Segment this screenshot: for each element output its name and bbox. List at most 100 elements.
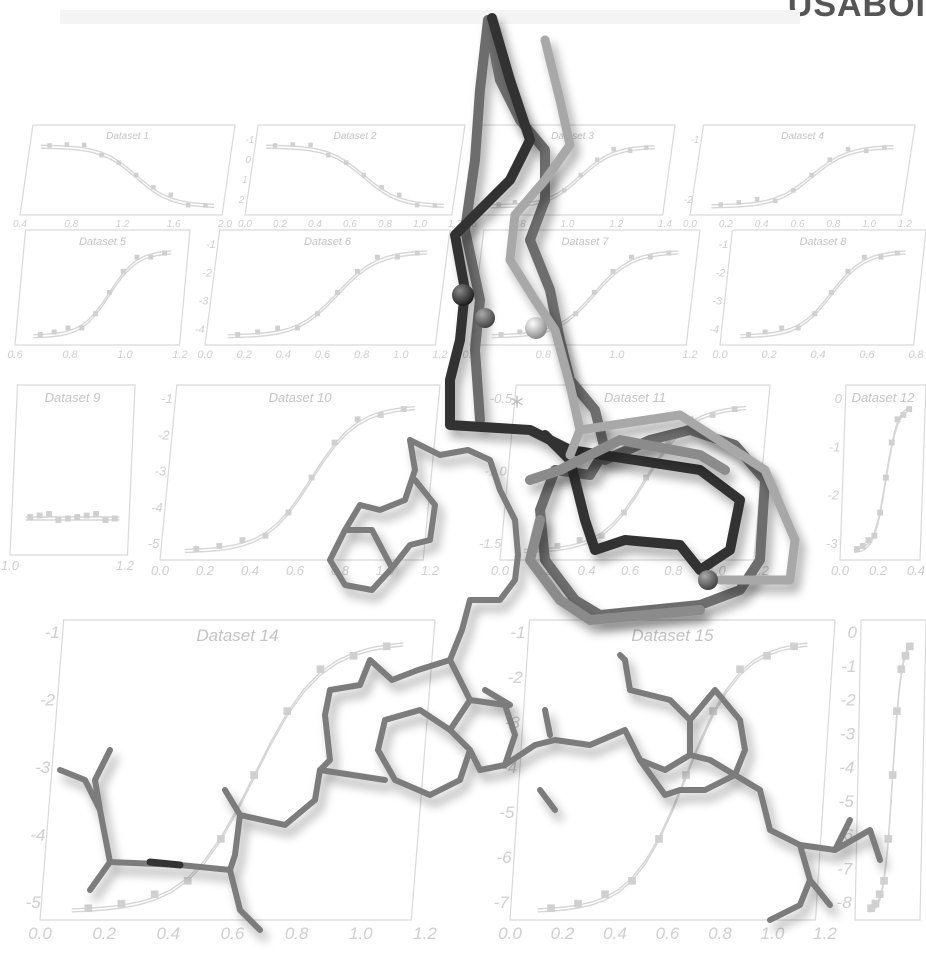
x-tick-label: 0.8	[378, 219, 392, 230]
fit-curve-secondary	[524, 408, 746, 554]
x-tick-label: 0.2	[196, 563, 215, 578]
data-point	[148, 254, 154, 260]
x-tick-label: 0.0	[197, 349, 213, 361]
x-tick-label: 0.8	[908, 349, 924, 361]
data-point	[812, 311, 818, 317]
x-tick-label: 0.8	[664, 563, 683, 578]
data-point	[239, 537, 246, 544]
data-point	[27, 514, 34, 520]
data-point	[601, 890, 609, 899]
data-point	[74, 514, 81, 520]
ligand-dark-bond	[146, 858, 184, 869]
data-point	[809, 172, 814, 178]
marker-asterisk: *	[511, 392, 524, 422]
fit-curve	[537, 642, 808, 910]
data-point	[594, 157, 600, 162]
y-tick-label: -2	[202, 267, 212, 279]
data-point	[573, 311, 579, 317]
data-point	[578, 172, 583, 178]
data-point	[308, 142, 313, 148]
y-tick-label: -5	[26, 893, 42, 912]
x-tick-label: 0.0	[238, 219, 252, 230]
ligand-sticks	[57, 437, 883, 933]
data-point	[64, 515, 71, 522]
panel-title: Dataset 11	[604, 390, 666, 405]
fit-curve-secondary	[740, 253, 906, 339]
data-point	[290, 142, 296, 147]
data-point	[106, 290, 112, 295]
y-tick-label: -5	[148, 536, 160, 551]
x-tick-label: 0.8	[512, 219, 526, 230]
data-point	[498, 332, 504, 337]
data-point	[746, 332, 752, 337]
data-point	[627, 148, 633, 154]
data-point	[629, 254, 635, 260]
y-tick-label: -0.5	[490, 391, 513, 406]
data-point	[283, 707, 292, 715]
x-tick-label: 0.0	[831, 563, 850, 578]
data-point	[512, 200, 518, 205]
data-point	[883, 474, 889, 481]
data-point	[193, 546, 200, 552]
x-tick-label: 0.6	[343, 219, 357, 230]
data-point	[763, 652, 771, 660]
data-point	[709, 707, 717, 715]
y-tick-label: -1	[719, 239, 729, 251]
data-point	[880, 877, 888, 885]
fit-curve	[490, 145, 655, 206]
fit-curve	[184, 405, 416, 551]
x-tick-label: 0.2	[92, 924, 116, 943]
backbone-trace-mid	[460, 15, 770, 620]
backbone-trace-dark	[445, 13, 745, 575]
data-point	[665, 439, 672, 446]
data-point	[397, 192, 402, 198]
panel-frame	[19, 124, 236, 216]
faded-header-band	[60, 10, 800, 24]
fit-curve-secondary	[227, 253, 428, 339]
panel-title: Dataset 15	[631, 626, 714, 645]
fit-curve-secondary	[491, 253, 679, 339]
x-tick-label: 0.0	[498, 924, 522, 943]
y-tick-label: 0	[835, 391, 843, 406]
data-point	[255, 329, 261, 335]
data-point	[295, 325, 301, 331]
data-point	[893, 707, 901, 715]
x-tick-label: 0.4	[810, 349, 825, 361]
data-point	[117, 899, 126, 908]
y-tick-label: -2	[841, 691, 857, 710]
panel-frame	[719, 229, 926, 346]
x-tick-label: 0.0	[491, 563, 510, 578]
x-tick-label: 1.0	[862, 219, 876, 230]
x-tick-label: 0.0	[712, 349, 728, 361]
panel-frame	[839, 384, 926, 561]
data-point	[116, 160, 122, 165]
y-tick-label: -4	[195, 324, 205, 336]
data-point	[882, 145, 887, 150]
data-point	[854, 546, 860, 552]
x-tick-label: 1.0	[561, 219, 575, 230]
x-tick-label: 1.2	[448, 219, 462, 230]
x-tick-label: 0.6	[315, 349, 331, 361]
y-tick-label: -2	[684, 195, 693, 206]
dataset-panel-16: 0-1-2-3-4-5-6-7-8	[837, 619, 926, 921]
x-tick-label: 0.4	[907, 563, 925, 578]
x-tick-label: 0.4	[13, 219, 27, 230]
top-right-text: USABOI	[787, 0, 926, 24]
data-point	[644, 145, 649, 150]
x-tick-label: 0.8	[62, 349, 78, 361]
data-point	[791, 188, 796, 193]
fit-curve	[711, 145, 894, 206]
panel-frame	[204, 229, 451, 346]
y-tick-label: 0	[848, 623, 858, 642]
panel-title: Dataset 12	[852, 390, 916, 405]
x-tick-label: 0.8	[536, 349, 552, 361]
fit-curve-secondary	[266, 147, 444, 208]
data-point	[884, 835, 893, 843]
y-tick-label: -3	[35, 758, 51, 777]
y-tick-label: -1	[45, 623, 60, 642]
data-point	[414, 250, 420, 256]
y-tick-label: -2	[715, 267, 725, 279]
y-tick-label: -8	[837, 893, 853, 912]
data-point	[316, 665, 325, 674]
